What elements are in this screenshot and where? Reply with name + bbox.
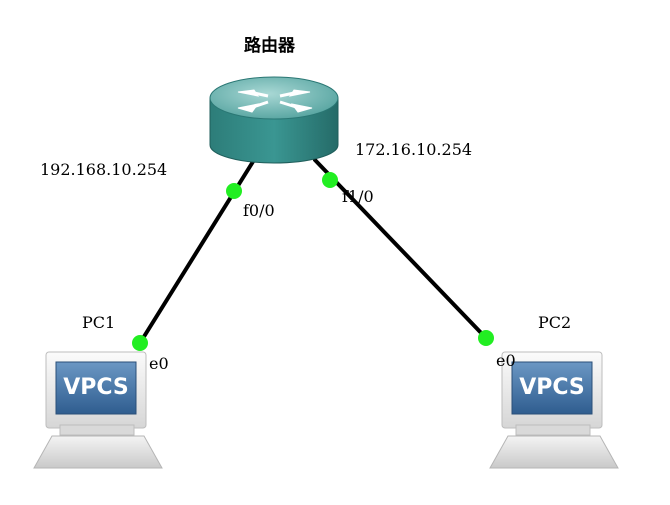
- pc1-name: PC1: [82, 313, 116, 332]
- router-icon[interactable]: [209, 76, 339, 164]
- pc1-screen-text: VPCS: [63, 375, 129, 400]
- router-port-f0-0-dot[interactable]: [226, 183, 242, 199]
- router-port-f1-0-label: f1/0: [342, 187, 374, 206]
- pc2-screen-text: VPCS: [519, 375, 585, 400]
- pc1-icon[interactable]: [33, 351, 163, 469]
- pc1-port-e0-dot[interactable]: [132, 335, 148, 351]
- pc2-icon[interactable]: [489, 351, 619, 469]
- pc2-port-label: e0: [496, 351, 516, 370]
- router-port-f1-0-dot[interactable]: [322, 172, 338, 188]
- pc1-port-label: e0: [149, 354, 169, 373]
- pc2-name: PC2: [538, 313, 572, 332]
- router-name: 路由器: [244, 36, 295, 56]
- pc2-port-e0-dot[interactable]: [478, 330, 494, 346]
- router-port-f0-0-label: f0/0: [243, 201, 275, 220]
- link-router-pc2[interactable]: [313, 158, 488, 340]
- router-right-ip: 172.16.10.254: [355, 140, 473, 159]
- router-left-ip: 192.168.10.254: [40, 160, 168, 179]
